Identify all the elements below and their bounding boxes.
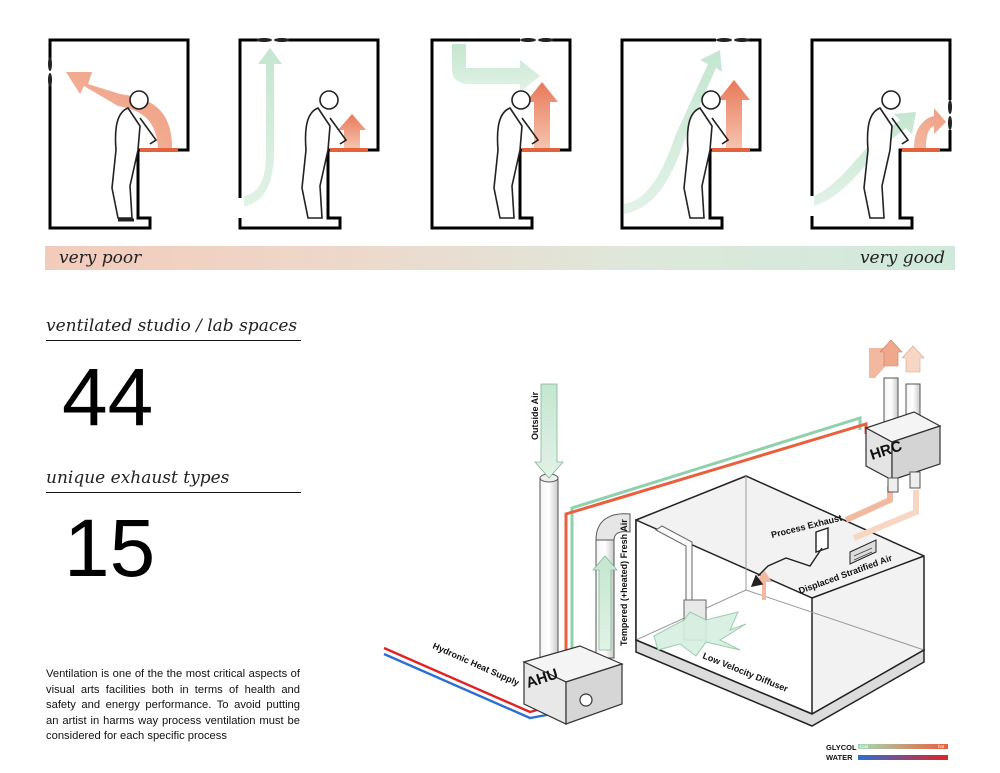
scenario-panel-5: [810, 38, 952, 230]
exhaust-out-arrow: [879, 339, 903, 367]
tempered-air-label: Tempered (+heated) Fresh Air: [619, 519, 629, 646]
legend-hot: hot: [938, 744, 945, 749]
worker-figure: [301, 90, 348, 219]
legend-glycol-bar: [858, 744, 948, 749]
exhaust-arrow: [66, 72, 172, 148]
ahu-unit: [522, 645, 624, 725]
worker-figure: [111, 90, 158, 222]
scenario-panel-4: [620, 38, 762, 230]
fan-icon: [520, 38, 554, 42]
stat-value-exhaust-types: 15: [64, 503, 156, 594]
legend-cold: cold: [860, 744, 869, 749]
scale-label-good: very good: [859, 248, 945, 268]
outside-air-arrow: [534, 383, 564, 479]
fresh-air-arrow: [624, 50, 722, 214]
worker-figure: [683, 90, 730, 219]
low-velocity-diffuser: [653, 525, 747, 657]
description-paragraph: Ventilation is one of the the most criti…: [46, 668, 300, 742]
worker-figure: [863, 90, 910, 219]
fan-icon: [48, 57, 52, 87]
process-exhaust-hood: [750, 527, 829, 587]
fan-icon: [948, 100, 952, 130]
fresh-air-arrow: [244, 48, 282, 206]
outside-air-label: Outside Air: [530, 391, 540, 440]
workbench: [140, 148, 178, 152]
legend-water-bar: [858, 755, 948, 760]
process-exhaust-duct: [844, 486, 893, 523]
pipe-legend: GLYCOL WATER cold hot: [826, 743, 948, 762]
worker-figure: [493, 90, 540, 219]
exhaust-arrow: [526, 82, 558, 148]
exhaust-arrow: [914, 108, 946, 148]
scenario-panel-2: [238, 38, 380, 230]
fan-icon: [256, 38, 290, 42]
performance-scale-bar: very poor very good: [45, 246, 955, 270]
stat-label-ventilated-spaces: ventilated studio / lab spaces: [46, 316, 301, 341]
gauge-icon: [579, 693, 593, 707]
stat-label-exhaust-types: unique exhaust types: [46, 468, 301, 493]
displaced-air-grille: [849, 539, 877, 565]
tempered-air-arrow: [592, 555, 618, 651]
scenario-panel-1: [48, 38, 190, 230]
scale-label-poor: very poor: [59, 248, 142, 268]
recirculation-arrow: [452, 44, 540, 92]
hrc-unit: [864, 339, 942, 493]
glycol-loop-green: [570, 415, 862, 668]
fan-icon: [716, 38, 750, 42]
outside-air-duct: [539, 477, 559, 659]
system-diagram: Outside Air Tempered (+heated) Fresh Air…: [383, 339, 948, 762]
legend-water: WATER: [826, 753, 853, 762]
legend-glycol: GLYCOL: [826, 743, 857, 752]
stat-value-ventilated-spaces: 44: [62, 352, 154, 443]
scenario-panel-3: [430, 38, 572, 230]
exhaust-arrow: [718, 80, 750, 148]
